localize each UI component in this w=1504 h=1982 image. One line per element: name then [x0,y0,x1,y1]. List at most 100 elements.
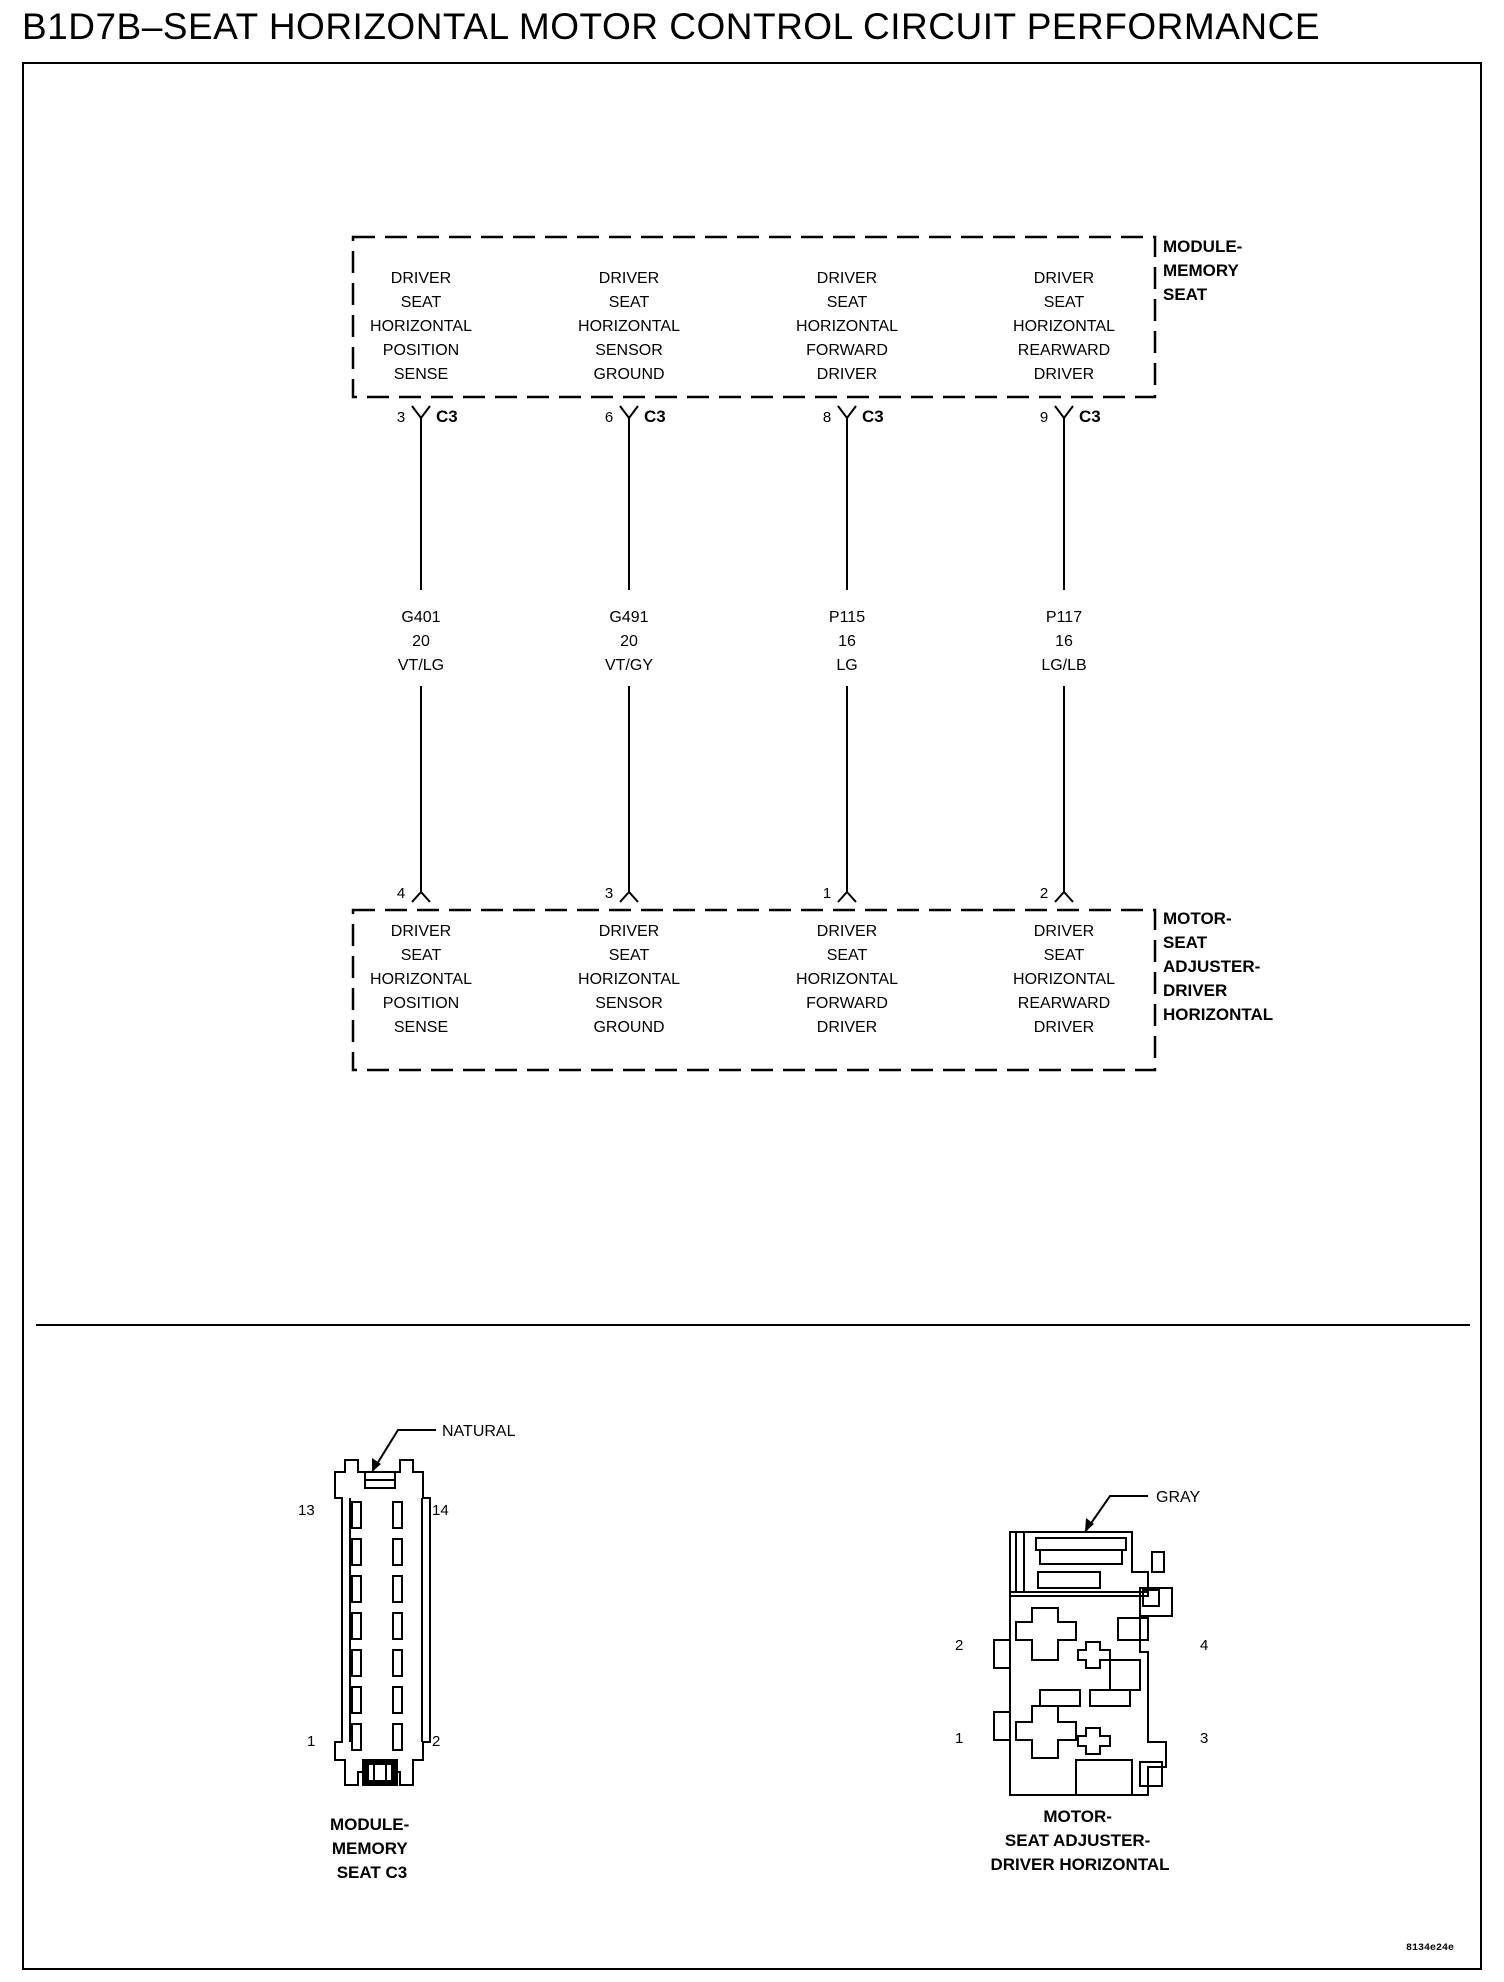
module-pin-number: 8 [823,409,831,426]
motor-pin-1: 1 [955,1730,963,1747]
motor-pin-label: SEAT [1044,947,1085,964]
module-pin-label: DRIVER [599,270,659,287]
module-pin-number: 9 [1040,409,1048,426]
wire-color: VT/GY [605,657,653,674]
wire-gauge: 16 [838,633,856,650]
module-pin-number: 3 [397,409,405,426]
svg-text:MODULE- MEMORY SEAT C3: MODULE- MEMORY SEAT C3 [330,1815,414,1882]
module-pin-label: SENSE [394,366,448,383]
bottom-component-name-line: ADJUSTER- [1163,957,1260,976]
module-terminal-symbol [411,405,431,420]
motor-pin-2: 2 [955,1637,963,1654]
natural-leader-line [371,1429,436,1473]
connector-cavity [351,1575,362,1603]
connector-cavity [392,1686,403,1714]
motor-pin-label: SENSE [394,1019,448,1036]
module-pin-label: DRIVER [1034,366,1094,383]
wire-circuit-code: P117 [1046,609,1082,626]
motor-pin-label: SEAT [609,947,650,964]
module-pin-label: SEAT [827,294,868,311]
motor-pin-label: DRIVER [391,923,451,940]
module-connector-id: C3 [862,407,884,426]
module-pin-label: POSITION [383,342,459,359]
motor-connector-color: GRAY [1156,1489,1200,1506]
diagram-frame [22,62,1482,1970]
wire-gauge: 16 [1055,633,1073,650]
page-title: B1D7B–SEAT HORIZONTAL MOTOR CONTROL CIRC… [22,6,1321,47]
svg-text:MOTOR- SEAT ADJUSTER-: MOTOR- SEAT ADJUSTER- DRIVER HORIZONTAL [990,1807,1169,1874]
svg-text:MODULE- MEMORY SEAT: MODULE- MEMORY SEAT [1163,237,1247,304]
motor-pin-label: POSITION [383,995,459,1012]
module-pin-label: HORIZONTAL [370,318,472,335]
motor-pin-label: FORWARD [806,995,888,1012]
connector-cavity [351,1538,362,1566]
module-connector-id: C3 [436,407,458,426]
module-pin-label: SEAT [609,294,650,311]
bottom-component-name-line: HORIZONTAL [1163,1005,1273,1024]
connector-cavity [392,1612,403,1640]
connector-cavity [351,1501,362,1529]
svg-text:MOTOR- SEAT ADJUSTER-: MOTOR- SEAT ADJUSTER- DRIVER HORIZONTAL [1163,909,1273,1024]
connector-cavity [351,1649,362,1677]
wire-circuit-code: G491 [609,609,648,626]
module-pin-number: 6 [605,409,613,426]
module-pin-label: HORIZONTAL [796,318,898,335]
wire-gauge: 20 [620,633,638,650]
motor-pin-number: 3 [605,885,613,902]
top-component-name-line: MEMORY [1163,261,1240,280]
module-pin-label: HORIZONTAL [578,318,680,335]
motor-pin-number: 4 [397,885,405,902]
motor-connector-view [993,1531,1173,1796]
motor-pin-number: 2 [1040,885,1048,902]
motor-pin-label: HORIZONTAL [578,971,680,988]
module-pin-label: SEAT [1044,294,1085,311]
wire-circuit-code: P115 [829,609,865,626]
motor-terminal-symbol [1054,890,1074,903]
bottom-component-name-line: DRIVER [1163,981,1227,1000]
motor-pin-4: 4 [1200,1637,1208,1654]
module-connector-id: C3 [644,407,666,426]
motor-connector-caption: MOTOR- [1043,1807,1112,1826]
motor-pin-label: REARWARD [1018,995,1110,1012]
top-component-name-line: SEAT [1163,285,1208,304]
module-pin-2: 2 [432,1733,440,1750]
motor-terminal-symbol [837,890,857,903]
motor-pin-label: DRIVER [817,1019,877,1036]
motor-pin-label: GROUND [593,1019,664,1036]
motor-seat-adjuster-box [351,908,1157,1072]
module-pin-label: DRIVER [817,366,877,383]
module-pin-1: 1 [307,1733,315,1750]
motor-pin-label: DRIVER [1034,923,1094,940]
module-pin-label: REARWARD [1018,342,1110,359]
connector-cavity [392,1723,403,1751]
bottom-component-name-line: SEAT [1163,933,1208,952]
motor-pin-label: SEAT [827,947,868,964]
module-pin-13: 13 [298,1502,315,1519]
module-terminal-symbol [1054,405,1074,420]
connector-cavity [392,1575,403,1603]
motor-pin-label: HORIZONTAL [1013,971,1115,988]
motor-pin-label: HORIZONTAL [370,971,472,988]
module-memory-seat-box [351,235,1157,399]
wire-color: LG [836,657,857,674]
module-connector-caption: SEAT C3 [337,1863,408,1882]
wire-circuit-code: G401 [401,609,440,626]
connector-cavity [351,1686,362,1714]
motor-connector-caption: SEAT ADJUSTER- [1005,1831,1150,1850]
connector-cavity [351,1723,362,1751]
module-pin-14: 14 [432,1502,449,1519]
motor-pin-label: SENSOR [595,995,663,1012]
bottom-component-name-line: MOTOR- [1163,909,1232,928]
top-component-name-line: MODULE- [1163,237,1242,256]
circuits-layer: DRIVER SEAT HORIZONTAL POSITION SENSE DRIVER S… [370,270,1115,1036]
wire-color: VT/LG [398,657,444,674]
motor-connector-caption: DRIVER HORIZONTAL [990,1855,1169,1874]
module-connector-caption: MODULE- [330,1815,409,1834]
natural-leader-arrow [372,1458,381,1472]
motor-pin-label: DRIVER [599,923,659,940]
module-connector-color: NATURAL [442,1423,516,1440]
connector-cavity [392,1649,403,1677]
motor-pin-3: 3 [1200,1730,1208,1747]
motor-pin-label: DRIVER [817,923,877,940]
